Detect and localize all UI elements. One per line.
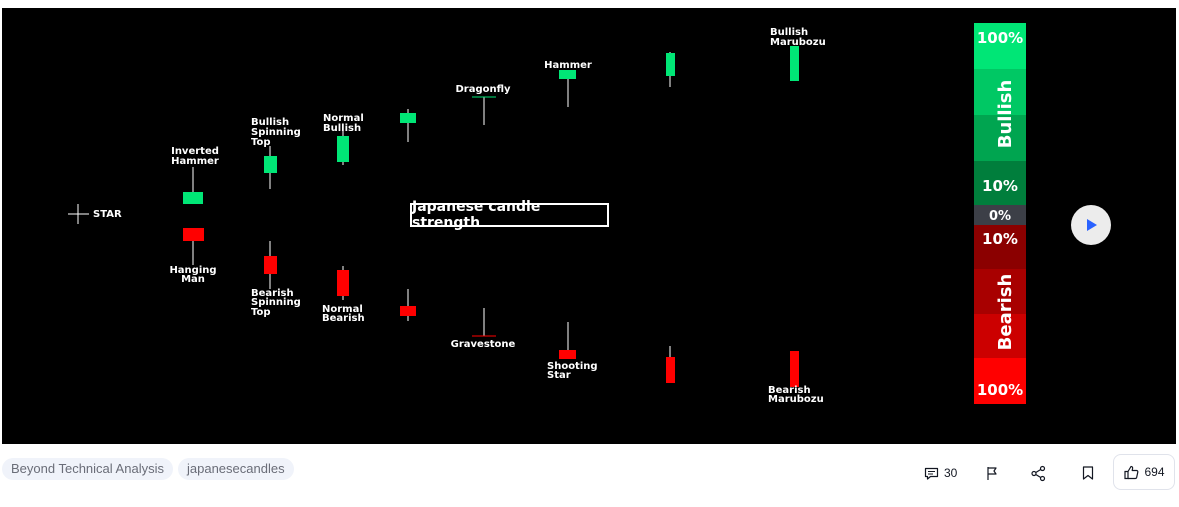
candle-bearish-small: [400, 289, 416, 321]
svg-text:Spinning: Spinning: [251, 297, 301, 308]
strength-scale: 100% 10% 0% 10% 100% Bullish Bearish: [974, 23, 1026, 404]
scale-bear-segment-4: [974, 358, 1026, 404]
scale-bear-segment-2: [974, 269, 1026, 315]
play-button[interactable]: [1071, 205, 1111, 245]
label-shooting-star: Shooting Star: [547, 361, 598, 381]
candle-hammer: [559, 70, 576, 107]
svg-text:Normal: Normal: [323, 113, 364, 124]
play-icon: [1087, 219, 1097, 231]
likes-count: 694: [1144, 465, 1165, 479]
candle-bearish-marubozu: [790, 351, 799, 387]
candle-gravestone: [472, 308, 496, 337]
svg-text:Bearish: Bearish: [322, 313, 365, 324]
idea-footer: Beyond Technical Analysis japanesecandle…: [0, 444, 1179, 507]
scale-top-pct: 100%: [977, 29, 1023, 47]
flag-icon: [987, 467, 997, 480]
scale-bull-low-pct: 10%: [982, 177, 1018, 195]
chart-title: Japanese candle strength: [410, 199, 609, 231]
comments-count: 30: [944, 466, 958, 480]
candle-bullish-spinning-top: [264, 146, 277, 189]
svg-text:Normal: Normal: [322, 304, 363, 315]
label-hanging-man: Hanging Man: [169, 265, 216, 285]
candle-bearish-big: [666, 346, 675, 383]
label-hammer: Hammer: [544, 60, 592, 71]
star-label: STAR: [93, 209, 122, 220]
label-bearish-spinning-top: Bearish Spinning Top: [251, 288, 301, 318]
svg-text:Man: Man: [181, 274, 205, 285]
label-inverted-hammer: Inverted Hammer: [171, 146, 219, 167]
tag-beyond-technical-analysis[interactable]: Beyond Technical Analysis: [2, 458, 173, 480]
comments-button[interactable]: 30: [923, 462, 957, 484]
label-normal-bullish: Normal Bullish: [323, 113, 364, 134]
svg-text:Top: Top: [251, 137, 271, 148]
scale-bull-segment-2: [974, 69, 1026, 115]
label-bearish-marubozu: Bearish Marubozu: [768, 385, 824, 405]
tag-japanesecandles[interactable]: japanesecandles: [178, 458, 294, 480]
label-dragonfly: Dragonfly: [455, 84, 511, 95]
share-button[interactable]: [1030, 462, 1047, 484]
scale-bottom-pct: 100%: [977, 381, 1023, 399]
candle-normal-bearish: [337, 266, 349, 300]
bookmark-icon: [1082, 466, 1094, 480]
like-button[interactable]: 694: [1113, 454, 1175, 490]
svg-text:Inverted: Inverted: [171, 146, 219, 157]
scale-bull-segment-4: [974, 161, 1026, 207]
svg-text:Star: Star: [547, 370, 571, 381]
svg-text:Marubozu: Marubozu: [768, 394, 824, 405]
svg-text:Top: Top: [251, 307, 271, 318]
scale-mid-pct: 0%: [989, 209, 1011, 224]
candle-normal-bullish: [337, 130, 349, 165]
candle-bullish-marubozu: [790, 46, 799, 81]
svg-text:Bearish: Bearish: [251, 288, 294, 299]
share-icon: [1031, 465, 1046, 481]
svg-text:Marubozu: Marubozu: [770, 37, 826, 48]
comment-icon: [924, 467, 939, 480]
scale-bearish-label: Bearish: [995, 274, 1016, 351]
scale-bullish-label: Bullish: [995, 80, 1016, 149]
candle-bullish-big: [666, 52, 675, 87]
scale-bear-low-pct: 10%: [982, 230, 1018, 248]
svg-text:Hanging: Hanging: [169, 265, 216, 276]
scale-bull-segment-1: [974, 23, 1026, 69]
label-bullish-marubozu: Bullish Marubozu: [770, 27, 826, 48]
candle-hanging-man: [183, 228, 204, 265]
scale-bull-segment-3: [974, 115, 1026, 161]
svg-text:Bearish: Bearish: [768, 385, 811, 396]
candle-chart: STAR: [68, 23, 1026, 405]
label-normal-bearish: Normal Bearish: [322, 304, 365, 324]
candle-dragonfly: [472, 96, 496, 125]
candle-shooting-star: [559, 322, 576, 359]
label-gravestone: Gravestone: [451, 339, 516, 350]
thumbs-up-icon: [1124, 465, 1139, 479]
svg-text:Bullish: Bullish: [323, 123, 361, 134]
svg-text:Hammer: Hammer: [171, 156, 219, 167]
svg-text:Bullish: Bullish: [251, 117, 289, 128]
chart-panel: STAR: [2, 8, 1176, 444]
svg-text:Bullish: Bullish: [770, 27, 808, 38]
label-bullish-spinning-top: Bullish Spinning Top: [251, 117, 301, 148]
bookmark-button[interactable]: [1080, 462, 1096, 484]
candle-inverted-hammer: [183, 167, 203, 204]
candle-bullish-small: [400, 109, 416, 142]
svg-text:Spinning: Spinning: [251, 127, 301, 138]
scale-mid-segment: [974, 205, 1026, 225]
scale-bear-segment-3: [974, 314, 1026, 360]
star-cross: [68, 204, 89, 224]
flag-button[interactable]: [984, 462, 1000, 484]
scale-bear-segment-1: [974, 225, 1026, 271]
candle-bearish-spinning-top: [264, 241, 277, 289]
svg-text:Shooting: Shooting: [547, 361, 598, 372]
